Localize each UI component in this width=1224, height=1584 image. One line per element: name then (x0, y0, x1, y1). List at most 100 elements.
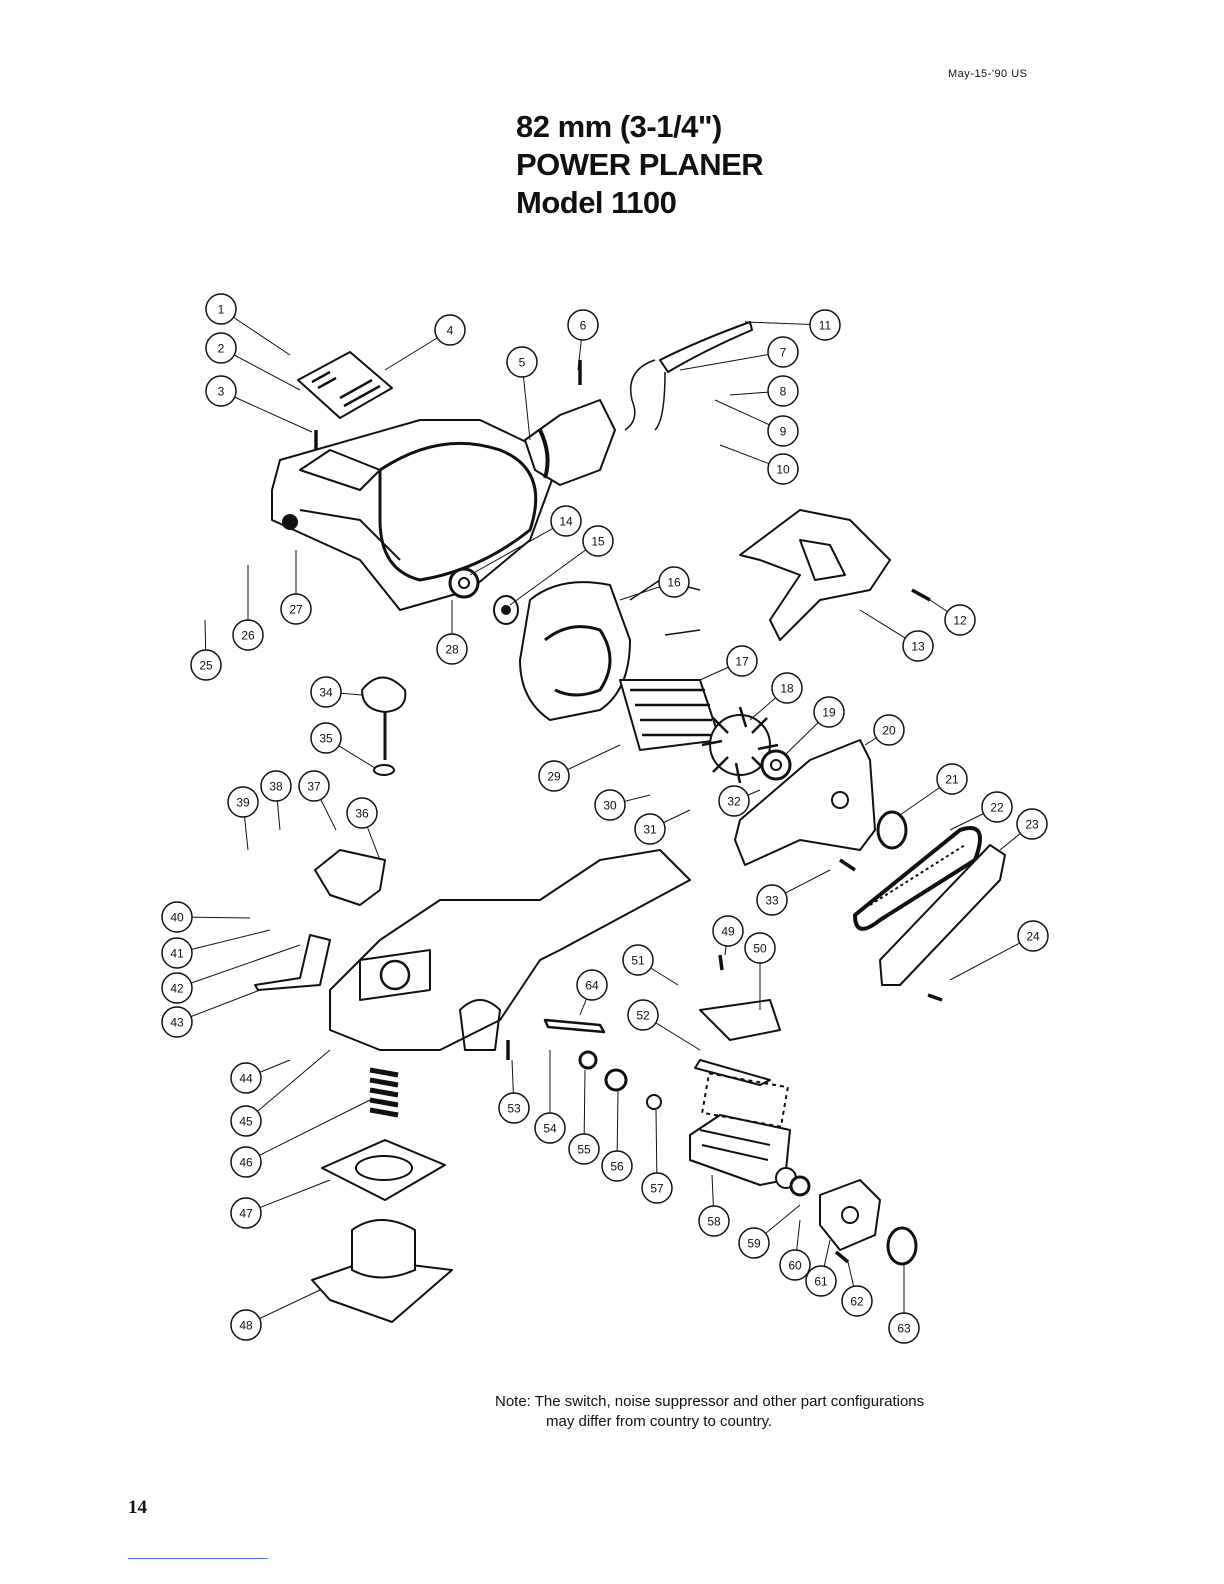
leader-line (245, 1099, 371, 1163)
callout-19: 19 (813, 696, 845, 728)
callout-12: 12 (944, 604, 976, 636)
callout-circle (698, 1205, 730, 1237)
callout-number: 13 (911, 640, 925, 654)
cooling-fan (701, 706, 779, 784)
callout-circle (230, 1197, 262, 1229)
callout-number: 29 (547, 770, 561, 784)
callout-number: 56 (610, 1160, 624, 1174)
callout-number: 5 (519, 356, 526, 370)
callout-3: 3 (205, 375, 237, 407)
motor-housing (271, 419, 561, 611)
callout-circle (227, 786, 259, 818)
leader-line (176, 944, 301, 989)
callout-59: 59 (738, 1227, 770, 1259)
callout-11: 11 (809, 309, 841, 341)
callout-circle (205, 375, 237, 407)
callout-circle (726, 645, 758, 677)
callout-27: 27 (280, 593, 312, 625)
callout-circle (310, 676, 342, 708)
belt-cover (879, 844, 1006, 986)
pulley-21 (876, 810, 908, 850)
callout-circle (506, 346, 538, 378)
callout-number: 53 (507, 1102, 521, 1116)
callout-number: 54 (543, 1122, 557, 1136)
callout-circle (873, 714, 905, 746)
callout-17: 17 (726, 645, 758, 677)
callout-number: 44 (239, 1072, 253, 1086)
part-callouts: 1234567891011121314151617181920212223242… (161, 293, 1049, 1344)
callout-number: 18 (780, 682, 794, 696)
callout-number: 39 (236, 796, 250, 810)
callout-51: 51 (622, 944, 654, 976)
callout-number: 17 (735, 655, 749, 669)
field-coil (519, 581, 631, 721)
callout-8: 8 (767, 375, 799, 407)
callout-53: 53 (498, 1092, 530, 1124)
callout-57: 57 (641, 1172, 673, 1204)
callout-number: 1 (218, 303, 225, 317)
callout-number: 37 (307, 780, 321, 794)
main-body (329, 849, 691, 1051)
callout-number: 52 (636, 1009, 650, 1023)
callout-number: 25 (199, 659, 213, 673)
callout-circle (280, 593, 312, 625)
callout-circle (622, 944, 654, 976)
callout-34: 34 (310, 676, 342, 708)
callout-number: 22 (990, 801, 1004, 815)
callout-circle (538, 760, 570, 792)
callout-60: 60 (779, 1249, 811, 1281)
callout-circle (888, 1312, 920, 1344)
callout-number: 8 (780, 385, 787, 399)
callout-50: 50 (744, 932, 776, 964)
bearing-box (734, 739, 876, 866)
callout-30: 30 (594, 789, 626, 821)
callout-number: 30 (603, 799, 617, 813)
callout-33: 33 (756, 884, 788, 916)
callout-45: 45 (230, 1105, 262, 1137)
depth-guide (254, 934, 331, 991)
front-knob (361, 676, 407, 713)
switch (524, 399, 616, 486)
callout-number: 36 (355, 807, 369, 821)
cutter-drum (689, 1114, 791, 1186)
callout-number: 45 (239, 1115, 253, 1129)
part-drawings (254, 321, 1006, 1323)
page-title: 82 mm (3-1/4") POWER PLANER Model 1100 (516, 108, 764, 222)
callout-circle (346, 797, 378, 829)
callout-circle (205, 332, 237, 364)
callout-circle (712, 915, 744, 947)
footnote-rule (128, 1558, 268, 1559)
page-number: 14 (128, 1497, 147, 1518)
callout-number: 28 (445, 643, 459, 657)
callout-number: 64 (585, 979, 599, 993)
note-line-1: Note: The switch, noise suppressor and o… (495, 1393, 925, 1410)
callout-circle (582, 525, 614, 557)
callout-42: 42 (161, 972, 193, 1004)
callout-number: 10 (776, 463, 790, 477)
callout-circle (161, 972, 193, 1004)
callout-circle (310, 722, 342, 754)
callout-40: 40 (161, 901, 193, 933)
callout-circle (550, 505, 582, 537)
callout-circle (161, 1006, 193, 1038)
callout-number: 63 (897, 1322, 911, 1336)
callout-number: 47 (239, 1207, 253, 1221)
drive-belt (853, 826, 982, 931)
leader-line (220, 390, 313, 433)
callout-number: 9 (780, 425, 787, 439)
callout-37: 37 (298, 770, 330, 802)
callout-4: 4 (434, 314, 466, 346)
ball-bearing-14 (448, 567, 480, 599)
callout-61: 61 (805, 1265, 837, 1297)
callout-2: 2 (205, 332, 237, 364)
callout-circle (738, 1227, 770, 1259)
callout-number: 33 (765, 894, 779, 908)
callout-29: 29 (538, 760, 570, 792)
drum-bearing-box (819, 1179, 881, 1251)
callout-64: 64 (576, 969, 608, 1001)
configuration-note: Note: The switch, noise suppressor and o… (495, 1392, 924, 1432)
callout-number: 49 (721, 925, 735, 939)
callout-15: 15 (582, 525, 614, 557)
callout-52: 52 (627, 999, 659, 1031)
callout-number: 11 (819, 319, 832, 333)
